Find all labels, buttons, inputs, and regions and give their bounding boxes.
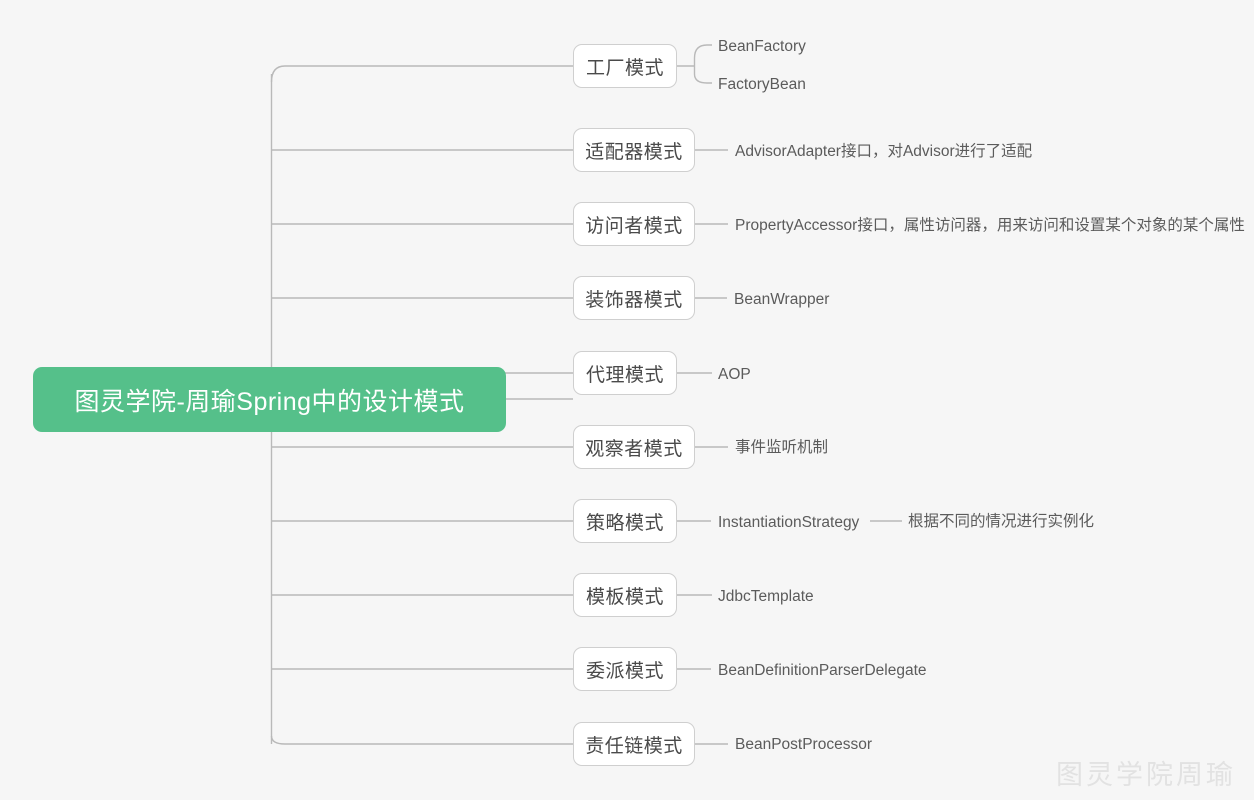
elbow-factory-child-1: [693, 44, 712, 59]
leaf-node-factorybean[interactable]: FactoryBean: [718, 76, 806, 93]
branch-node-label: 工厂模式: [585, 57, 664, 79]
branch-node-observer[interactable]: 观察者模式: [573, 425, 695, 469]
elbow-factory-child-2: [693, 73, 712, 84]
leaf-node-beanpostprocessor[interactable]: BeanPostProcessor: [735, 736, 872, 753]
leaf-node-beanwrapper[interactable]: BeanWrapper: [734, 291, 830, 308]
branch-node-visitor[interactable]: 访问者模式: [573, 202, 695, 246]
leaf-node-advisoradapter[interactable]: AdvisorAdapter接口，对Advisor进行了适配: [735, 143, 1033, 160]
branch-node-label: 访问者模式: [585, 215, 683, 237]
branch-node-decorator[interactable]: 装饰器模式: [573, 276, 695, 320]
branch-node-chain[interactable]: 责任链模式: [573, 722, 695, 766]
branch-node-label: 模板模式: [585, 586, 664, 608]
branch-node-delegate[interactable]: 委派模式: [573, 647, 677, 691]
leaf-node-jdbctemplate[interactable]: JdbcTemplate: [718, 588, 814, 605]
branch-node-label: 观察者模式: [585, 438, 683, 460]
branch-node-label: 适配器模式: [585, 141, 683, 163]
leaf-node-propertyaccessor[interactable]: PropertyAccessor接口，属性访问器，用来访问和设置某个对象的某个属…: [735, 217, 1245, 234]
branch-node-label: 策略模式: [585, 512, 664, 534]
branch-node-factory[interactable]: 工厂模式: [573, 44, 677, 88]
root-node-label: 图灵学院-周瑜Spring中的设计模式: [74, 387, 465, 416]
branch-node-label: 代理模式: [585, 364, 664, 386]
elbow-10: [270, 735, 573, 745]
branch-node-label: 责任链模式: [585, 735, 683, 757]
leaf-node-beandefinitionparserdelegate[interactable]: BeanDefinitionParserDelegate: [718, 662, 927, 679]
leaf-node-beanfactory[interactable]: BeanFactory: [718, 38, 806, 55]
leaf-node-instantiationstrategy[interactable]: InstantiationStrategy: [718, 514, 860, 531]
leaf-node-instantiation-detail[interactable]: 根据不同的情况进行实例化: [908, 513, 1095, 530]
branch-node-adapter[interactable]: 适配器模式: [573, 128, 695, 172]
branch-node-proxy[interactable]: 代理模式: [573, 351, 677, 395]
branch-node-label: 装饰器模式: [585, 289, 683, 311]
watermark: 图灵学院周瑜: [1056, 760, 1236, 790]
branch-node-label: 委派模式: [585, 660, 664, 682]
leaf-node-aop[interactable]: AOP: [718, 366, 751, 383]
elbow-1: [270, 65, 573, 83]
root-node[interactable]: 图灵学院-周瑜Spring中的设计模式: [33, 367, 506, 432]
branch-node-template[interactable]: 模板模式: [573, 573, 677, 617]
leaf-node-event-listener[interactable]: 事件监听机制: [735, 439, 829, 456]
branch-node-strategy[interactable]: 策略模式: [573, 499, 677, 543]
